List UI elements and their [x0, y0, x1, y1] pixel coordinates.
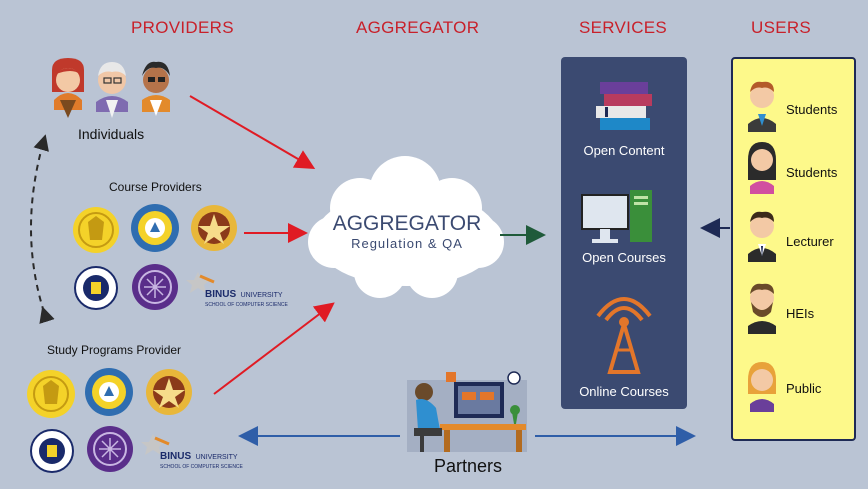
- binus-name: BINUS: [205, 289, 237, 300]
- arrow-study-programs-to-aggregator: [213, 302, 335, 395]
- course-provider-logo-3-icon: [191, 205, 237, 251]
- binus-school-2: SCHOOL OF COMPUTER SCIENCE: [160, 464, 243, 470]
- male-student-icon: [748, 81, 776, 132]
- service-open-content-label: Open Content: [583, 143, 665, 158]
- user-students-label-2: Students: [786, 165, 838, 180]
- study-program-logo-4-icon: [30, 429, 74, 473]
- binus-name-2: BINUS: [160, 451, 192, 462]
- study-program-logo-3-icon: [146, 369, 192, 415]
- female-student-icon: [748, 142, 776, 194]
- course-provider-logo-1-icon: [73, 207, 119, 253]
- individual-avatar-woman-icon: [52, 58, 84, 118]
- header-providers: PROVIDERS: [131, 18, 234, 37]
- bearded-man-icon: [748, 283, 776, 334]
- individual-avatar-elder-icon: [96, 62, 128, 118]
- user-students-label-1: Students: [786, 102, 838, 117]
- dashed-cycle-arrow: [30, 134, 55, 324]
- course-provider-logo-4-icon: [74, 266, 118, 310]
- aggregator-cloud-icon: [308, 156, 504, 298]
- study-programs-label: Study Programs Provider: [47, 343, 182, 357]
- course-provider-binus-star-icon: [186, 272, 215, 293]
- study-program-binus-logo: BINUS UNIVERSITY SCHOOL OF COMPUTER SCIE…: [160, 446, 243, 470]
- lecturer-icon: [748, 211, 776, 262]
- computer-icon: [581, 190, 652, 243]
- broadcast-tower-icon: [596, 297, 652, 374]
- partners-workstation-icon: [407, 371, 527, 452]
- individual-avatar-man-icon: [142, 61, 170, 116]
- study-program-logo-2-icon: [85, 368, 133, 416]
- user-public-label: Public: [786, 381, 822, 396]
- header-services: SERVICES: [579, 18, 668, 37]
- arrow-individuals-to-aggregator: [189, 95, 316, 170]
- books-icon: [596, 82, 652, 130]
- service-open-courses-label: Open Courses: [582, 250, 666, 265]
- binus-university: UNIVERSITY: [240, 292, 283, 299]
- woman-icon: [748, 362, 776, 412]
- binus-school: SCHOOL OF COMPUTER SCIENCE: [205, 302, 288, 308]
- study-program-binus-star-icon: [141, 434, 170, 455]
- user-lecturer-label: Lecturer: [786, 234, 834, 249]
- header-aggregator: AGGREGATOR: [356, 18, 480, 37]
- users-panel: [731, 57, 856, 441]
- service-online-courses-label: Online Courses: [579, 384, 669, 399]
- aggregator-title: AGGREGATOR: [332, 212, 482, 235]
- course-providers-label: Course Providers: [109, 180, 202, 194]
- binus-university-2: UNIVERSITY: [195, 454, 238, 461]
- course-provider-binus-logo: BINUS UNIVERSITY SCHOOL OF COMPUTER SCIE…: [205, 284, 288, 308]
- user-heis-label: HEIs: [786, 306, 815, 321]
- course-provider-logo-5-icon: [132, 264, 178, 310]
- individuals-label: Individuals: [78, 126, 145, 142]
- study-program-logo-1-icon: [27, 370, 75, 418]
- aggregator-subtitle: Regulation & QA: [351, 236, 463, 251]
- study-program-logo-5-icon: [87, 426, 133, 472]
- partners-label: Partners: [434, 456, 503, 476]
- header-users: USERS: [751, 18, 812, 37]
- course-provider-logo-2-icon: [131, 204, 179, 252]
